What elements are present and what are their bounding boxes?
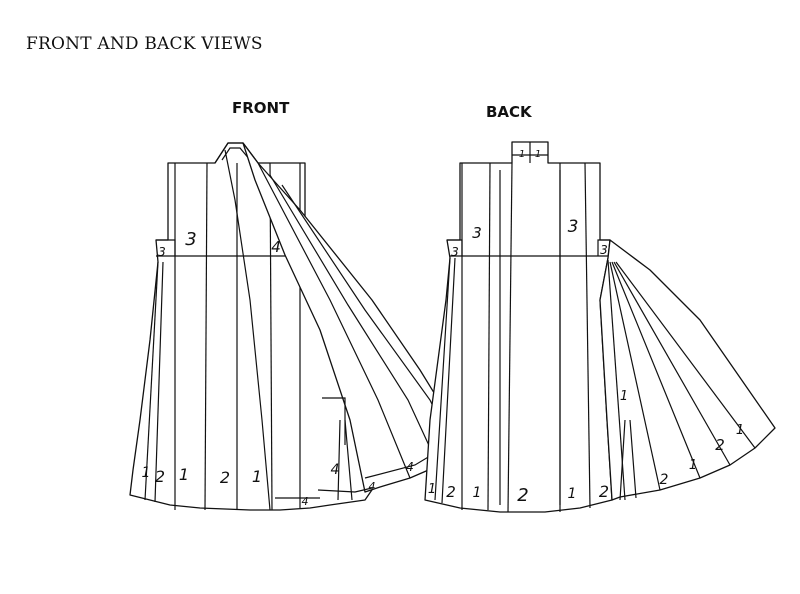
panel-number: 2 xyxy=(446,483,456,501)
panel-number: 1 xyxy=(179,465,189,484)
panel-number: 1 xyxy=(519,149,525,160)
panel-number: 1 xyxy=(568,486,577,502)
back-panel-line xyxy=(487,162,491,511)
back-fan-line xyxy=(609,261,661,491)
panel-number: 2 xyxy=(599,482,609,501)
panel-number: 4 xyxy=(331,462,340,478)
front-slit xyxy=(337,419,353,501)
back-slit xyxy=(619,419,637,501)
front-view-label: FRONT xyxy=(232,99,290,117)
panel-number: 2 xyxy=(517,485,528,506)
back-fan-skirt xyxy=(599,239,776,501)
back-panel-line xyxy=(507,162,513,513)
page-title: FRONT AND BACK VIEWS xyxy=(26,34,263,54)
panel-number: 4 xyxy=(369,480,376,493)
front-godet-line xyxy=(144,261,159,501)
front-inner-hem xyxy=(275,397,373,499)
front-open-panel-line xyxy=(269,174,439,466)
panel-number: 4 xyxy=(302,495,309,508)
panel-number: 1 xyxy=(428,482,436,497)
back-fan-line xyxy=(615,261,756,449)
back-view xyxy=(424,141,776,513)
panel-number: 3 xyxy=(568,217,579,237)
back-body-outline xyxy=(424,141,613,513)
back-panel-numbers: 1 1 3 3 3 3 1 2 1 2 1 2 1 2 1 2 1 xyxy=(428,149,744,506)
back-panel-line xyxy=(584,162,591,509)
panel-number: 1 xyxy=(142,465,151,481)
panel-number: 2 xyxy=(660,472,669,488)
panel-number: 4 xyxy=(271,238,281,256)
front-panel-line xyxy=(269,162,273,511)
panel-number: 3 xyxy=(472,224,482,242)
back-collar xyxy=(512,142,548,163)
panel-number: 1 xyxy=(473,485,482,501)
panel-number: 1 xyxy=(689,458,697,473)
panel-number: 2 xyxy=(155,467,165,486)
panel-number: 1 xyxy=(620,389,628,404)
back-fan-line xyxy=(613,261,731,466)
panel-number: 1 xyxy=(252,467,262,486)
front-view xyxy=(129,142,469,511)
front-godet-line xyxy=(154,261,164,503)
back-godet-line xyxy=(434,257,456,504)
front-open-panel-line xyxy=(257,162,411,479)
back-center-band xyxy=(499,170,561,505)
panel-number: 3 xyxy=(451,245,459,259)
panel-number: 4 xyxy=(406,460,414,474)
panel-number: 3 xyxy=(600,243,608,257)
panel-number: 3 xyxy=(158,245,166,259)
back-fan-line xyxy=(611,261,701,479)
front-wrap-line xyxy=(224,149,271,511)
front-panel-numbers: 3 3 4 1 2 1 2 1 4 4 4 4 4 xyxy=(142,229,439,508)
panel-number: 1 xyxy=(736,423,744,438)
front-panel-line xyxy=(204,162,208,511)
back-view-label: BACK xyxy=(486,103,532,121)
panel-number: 1 xyxy=(535,149,541,160)
panel-number: 2 xyxy=(715,436,725,454)
panel-number: 3 xyxy=(185,229,196,250)
panel-number: 2 xyxy=(220,468,230,487)
